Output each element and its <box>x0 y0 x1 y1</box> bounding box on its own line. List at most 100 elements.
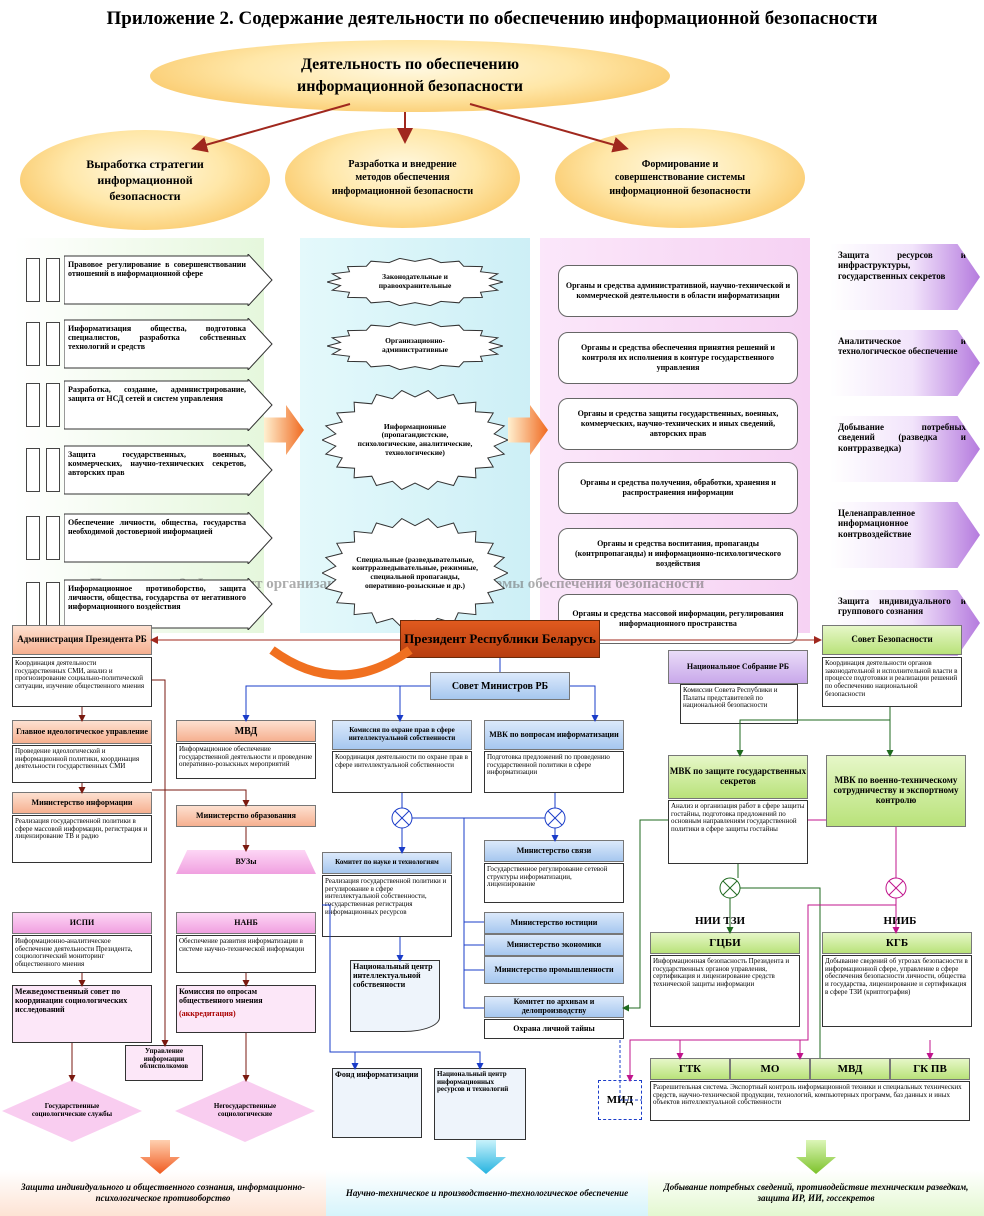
left-item-label: Разработка, создание, администрирование,… <box>68 385 246 404</box>
ohrana-box: Охрана личной тайны <box>484 1019 624 1039</box>
oval-methods-label: Разработка и внедрение методов обеспечен… <box>331 158 474 197</box>
far-right-item: Аналитическое и технологическое обеспече… <box>830 330 980 396</box>
far-right-item: Целенаправленное информационное контрвоз… <box>830 502 980 568</box>
right-item-label: Органы и средства административной, науч… <box>565 281 791 300</box>
right-item: Органы и средства обеспечения принятия р… <box>558 332 798 384</box>
bottom-middle: Научно-техническое и производственно-тех… <box>326 1170 648 1216</box>
right-item-label: Органы и средства обеспечения принятия р… <box>581 343 775 372</box>
akkreditatsiya: (аккредитация) <box>179 1008 236 1018</box>
natsentr-intel: Национальный центр интеллектуальной собс… <box>350 960 440 1032</box>
oval-strategy-label: Выработка стратегии информационной безоп… <box>86 156 204 204</box>
left-item-label: Обеспечение личности, общества, государс… <box>68 518 246 537</box>
ispi-text: Информационно-аналитическое обеспечение … <box>12 935 152 973</box>
mvk-inform-text: Подготовка предложений по проведению гос… <box>484 751 624 793</box>
komis-prava-header: Комиссия по охране прав в сфере интеллек… <box>332 720 472 750</box>
nii-b-label: НИИБ <box>883 914 917 927</box>
minyust-box: Министерство юстиции <box>484 912 624 934</box>
oval-strategy: Выработка стратегии информационной безоп… <box>20 130 270 230</box>
left-item-bars <box>26 383 62 427</box>
arrow-to-strategy <box>191 103 351 153</box>
mezhved-box: Межведомственный совет по координации со… <box>12 985 152 1043</box>
far-right-item-label: Аналитическое и технологическое обеспече… <box>838 336 966 357</box>
middle-item-label: Организационно-административные <box>381 336 448 354</box>
left-item: Обеспечение личности, общества, государс… <box>64 512 274 564</box>
sovbez-text: Координация деятельности органов законод… <box>822 657 962 707</box>
vuzy-box: ВУЗы <box>176 850 316 874</box>
left-item-bars <box>26 448 62 492</box>
right-item-label: Органы и средства получения, обработки, … <box>580 478 776 497</box>
orange-curve-arrow <box>269 646 413 680</box>
right-item-label: Органы и средства защиты государственных… <box>577 409 779 438</box>
middle-item: Организационно-административные <box>327 322 503 370</box>
bottom-left: Защита индивидуального и общественного с… <box>0 1170 326 1216</box>
sovmin-box: Совет Министров РБ <box>430 672 570 700</box>
gkpv-box: ГК ПВ <box>890 1058 970 1080</box>
fond-box: Фонд информатизации <box>332 1068 422 1138</box>
nanb-header: НАНБ <box>176 912 316 934</box>
left-item: Правовое регулирование в совершенствован… <box>64 254 274 306</box>
sovbez-header: Совет Безопасности <box>822 625 962 655</box>
top-oval-label: Деятельность по обеспечению информационн… <box>297 55 523 95</box>
minpromysh-box: Министерство промышленности <box>484 956 624 984</box>
arrow-to-system <box>469 103 629 153</box>
left-item-label: Информационное противоборство, защита ли… <box>68 584 246 612</box>
middle-item: Законодательные и правоохранительные <box>327 258 503 306</box>
mvk-gostayna-text: Анализ и организация работ в сфере защит… <box>668 800 808 864</box>
minekon-box: Министерство экономики <box>484 934 624 956</box>
natsentr-res: Национальный центр информационных ресурс… <box>434 1068 526 1140</box>
right-item-label: Органы и средства воспитания, пропаганды… <box>574 539 782 568</box>
right-item: Органы и средства административной, науч… <box>558 265 798 317</box>
left-item-label: Информатизация общества, подготовка спец… <box>68 324 246 352</box>
mvd2-box: МВД <box>810 1058 890 1080</box>
mvk-vts-box: МВК по военно-техническому сотрудничеств… <box>826 755 966 827</box>
nats-sobranie-text: Комиссии Совета Республики и Палаты пред… <box>680 684 798 724</box>
middle-item-label: Специальные (разведывательные, контрразв… <box>352 554 478 590</box>
far-right-item: Добывание потребных сведений (разведка и… <box>830 416 980 482</box>
mo-box: МО <box>730 1058 810 1080</box>
left-item-bars <box>26 516 62 560</box>
razresh-text: Разрешительная система. Экспортный контр… <box>650 1081 970 1121</box>
far-right-item-label: Защита индивидуального и группового созн… <box>838 596 966 617</box>
kgb-text: Добывание сведений об угрозах безопаснос… <box>822 955 972 1027</box>
right-item: Органы и средства получения, обработки, … <box>558 462 798 514</box>
komis-oprosy: Комиссия по опросам общественного мнения… <box>176 985 316 1033</box>
right-item-label: Органы и средства массовой информации, р… <box>572 609 784 628</box>
admin-pres-header: Администрация Президента РБ <box>12 625 152 655</box>
mininform-text: Реализация государственной политики в сф… <box>12 815 152 863</box>
left-item: Информатизация общества, подготовка спец… <box>64 318 274 370</box>
middle-item-label: Законодательные и правоохранительные <box>378 272 452 290</box>
top-oval: Деятельность по обеспечению информационн… <box>150 40 670 112</box>
middle-item: Специальные (разведывательные, контрразв… <box>322 518 508 628</box>
komitet-nauka-header: Комитет по науке и технологиям <box>322 852 452 874</box>
upravlenie-box: Управление информации облисполкомов <box>125 1045 203 1081</box>
page-title: Приложение 2. Содержание деятельности по… <box>106 8 878 29</box>
left-item: Разработка, создание, администрирование,… <box>64 379 274 431</box>
far-right-item: Защита ресурсов и инфраструктуры, госуда… <box>830 244 980 310</box>
left-item-bars <box>26 258 62 302</box>
bottom-right: Добывание потребных сведений, противодей… <box>648 1170 984 1216</box>
middle-item-label: Информационные (пропагандистские, психол… <box>357 421 473 457</box>
left-item-bars <box>26 322 62 366</box>
left-item-label: Правовое регулирование в совершенствован… <box>68 260 246 279</box>
gtsbi-text: Информационная безопасность Президента и… <box>650 955 800 1027</box>
mvk-inform-header: МВК по вопросам информатизации <box>484 720 624 750</box>
nii-tzi-label: НИИ ТЗИ <box>694 914 746 927</box>
far-right-item-label: Защита ресурсов и инфраструктуры, госуда… <box>838 250 966 281</box>
far-right-item-label: Целенаправленное информационное контрвоз… <box>838 508 915 539</box>
nats-sobranie-header: Национальное Собрание РБ <box>668 650 808 684</box>
mvd-text: Информационное обеспечение государственн… <box>176 743 316 779</box>
middle-item: Информационные (пропагандистские, психол… <box>322 390 508 490</box>
left-item: Защита государственных, военных, коммерч… <box>64 444 274 496</box>
komitet-nauka-text: Реализация государственной политики и ре… <box>322 875 452 937</box>
gtsbi-header: ГЦБИ <box>650 932 800 954</box>
gtk-box: ГТК <box>650 1058 730 1080</box>
ispi-header: ИСПИ <box>12 912 152 934</box>
oval-system-label: Формирование и совершенствование системы… <box>609 158 751 197</box>
left-item-label: Защита государственных, военных, коммерч… <box>68 450 246 478</box>
glavnoe-text: Проведение идеологической и информационн… <box>12 745 152 783</box>
minsvyazi-text: Государственное регулирование сетевой ст… <box>484 863 624 903</box>
oval-system: Формирование и совершенствование системы… <box>555 128 805 228</box>
oval-methods: Разработка и внедрение методов обеспечен… <box>285 128 520 228</box>
president-box: Президент Республики Беларусь <box>400 620 600 658</box>
